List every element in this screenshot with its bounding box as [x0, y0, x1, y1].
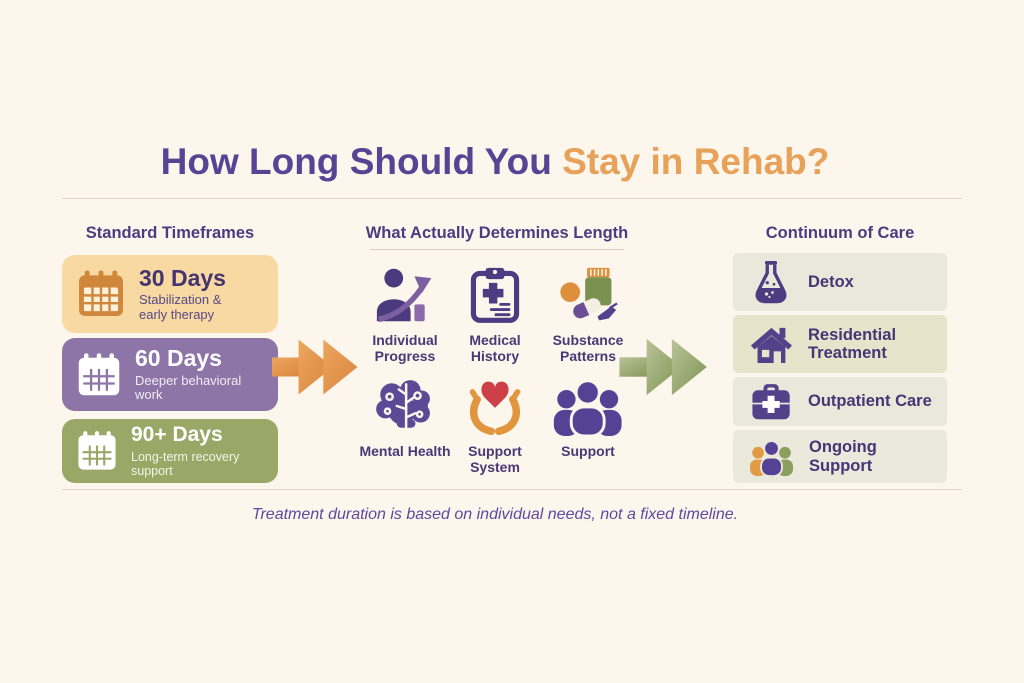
continuum-heading: Continuum of Care [765, 224, 915, 242]
calendar-icon [75, 268, 127, 320]
top-divider [62, 198, 962, 199]
timeframes-heading: Standard Timeframes [85, 224, 255, 242]
factor-label: Support System [468, 443, 522, 476]
factor-medical-history: Medical History [440, 264, 550, 364]
calendar-icon [75, 351, 123, 399]
timeframe-title: 30 Days [139, 264, 226, 291]
page-title-main: How Long Should You [160, 141, 552, 182]
continuum-label: Outpatient Care [808, 392, 932, 411]
page-title-accent: Stay in Rehab? [562, 141, 830, 182]
continuum-card-ongoing-support: Ongoing Support [733, 430, 947, 483]
timeframe-subtitle: Long-term recovery support [131, 449, 240, 478]
factor-individual-progress: Individual Progress [350, 264, 460, 364]
timeframe-subtitle: Deeper behavioral work [135, 372, 242, 403]
factor-mental-health: Mental Health [350, 375, 460, 459]
determinants-heading: What Actually Determines Length [365, 224, 629, 242]
determinants-heading-underline [370, 249, 624, 250]
calendar-icon [75, 429, 119, 473]
factor-label: Medical History [469, 332, 521, 365]
brain-icon [350, 375, 460, 437]
people-trio-icon [747, 438, 796, 476]
factor-label: Mental Health [359, 443, 451, 459]
bottom-divider [62, 489, 962, 490]
factor-label: Substance Patterns [552, 332, 624, 365]
timeframe-title: 90+ Days [131, 423, 223, 447]
factor-label: Individual Progress [372, 332, 438, 365]
continuum-card-residential-treatment: Residential Treatment [733, 315, 947, 373]
page-title: How Long Should You Stay in Rehab? [0, 141, 990, 183]
medical-clipboard-icon [440, 264, 550, 326]
timeframe-title: 60 Days [135, 345, 222, 372]
flow-arrow-green-icon [618, 333, 718, 401]
flow-arrow-orange-icon [272, 333, 367, 401]
hands-heart-icon [440, 375, 550, 437]
continuum-card-outpatient-care: Outpatient Care [733, 377, 947, 426]
factor-substance-patterns: Substance Patterns [533, 264, 643, 364]
house-icon [747, 322, 795, 366]
continuum-card-detox: Detox [733, 253, 947, 311]
continuum-label: Residential Treatment [808, 325, 897, 362]
footer-note: Treatment duration is based on individua… [251, 506, 739, 523]
factor-support: Support [533, 375, 643, 459]
medication-icon [533, 264, 643, 326]
medical-bag-icon [747, 382, 795, 422]
factor-support-system: Support System [440, 375, 550, 475]
timeframe-card-30-days: 30 Days Stabilization & early therapy [62, 255, 278, 333]
factor-label: Support [561, 443, 615, 459]
timeframe-card-90-days: 90+ Days Long-term recovery support [62, 419, 278, 483]
person-progress-icon [350, 264, 460, 326]
continuum-label: Ongoing Support [809, 438, 877, 475]
timeframe-card-60-days: 60 Days Deeper behavioral work [62, 338, 278, 411]
people-group-icon [533, 375, 643, 437]
continuum-label: Detox [808, 272, 854, 291]
flask-icon [747, 258, 795, 306]
timeframe-subtitle: Stabilization & early therapy [139, 292, 222, 322]
